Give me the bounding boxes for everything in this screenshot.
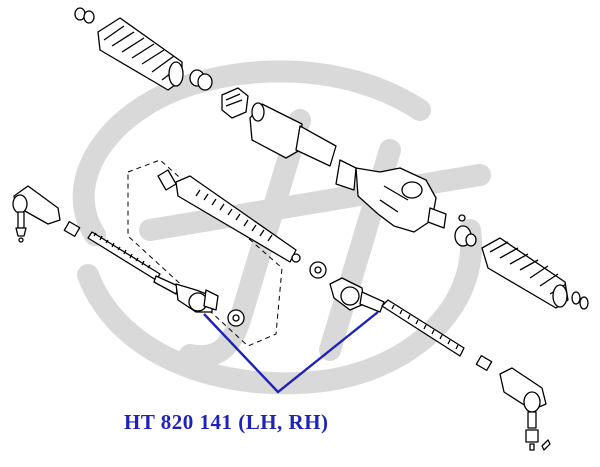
lock-nut-left [63, 221, 81, 237]
rack-assembly-outline [127, 159, 283, 347]
bellows-boot-left [97, 17, 184, 91]
outer-tie-rod-end-left [12, 185, 61, 243]
lock-nut-right [475, 355, 493, 371]
steering-rack-exploded-diagram [12, 7, 589, 451]
outer-tie-rod-end-right [499, 367, 551, 451]
inner-tie-rod-right [381, 299, 465, 357]
steering-rack-bar [157, 169, 301, 263]
inner-ball-joint-left [175, 283, 219, 313]
boot-clamp-right [571, 291, 589, 310]
rack-housing-tube [249, 102, 337, 167]
rack-bushing [221, 87, 249, 119]
inner-ball-joint-right [329, 277, 385, 313]
boot-clamp-left [74, 7, 95, 24]
lock-washer-left [227, 309, 245, 327]
bellows-boot-right [481, 237, 569, 309]
lock-washer-right [309, 261, 327, 279]
boot-clamp-center-right [454, 214, 477, 247]
inner-tie-rod-left [87, 231, 179, 295]
steering-gear-housing [335, 159, 447, 233]
leader-line [203, 311, 379, 394]
part-number-label: HT 820 141 (LH, RH) [124, 410, 329, 434]
boot-clamp-center-left [189, 69, 213, 91]
